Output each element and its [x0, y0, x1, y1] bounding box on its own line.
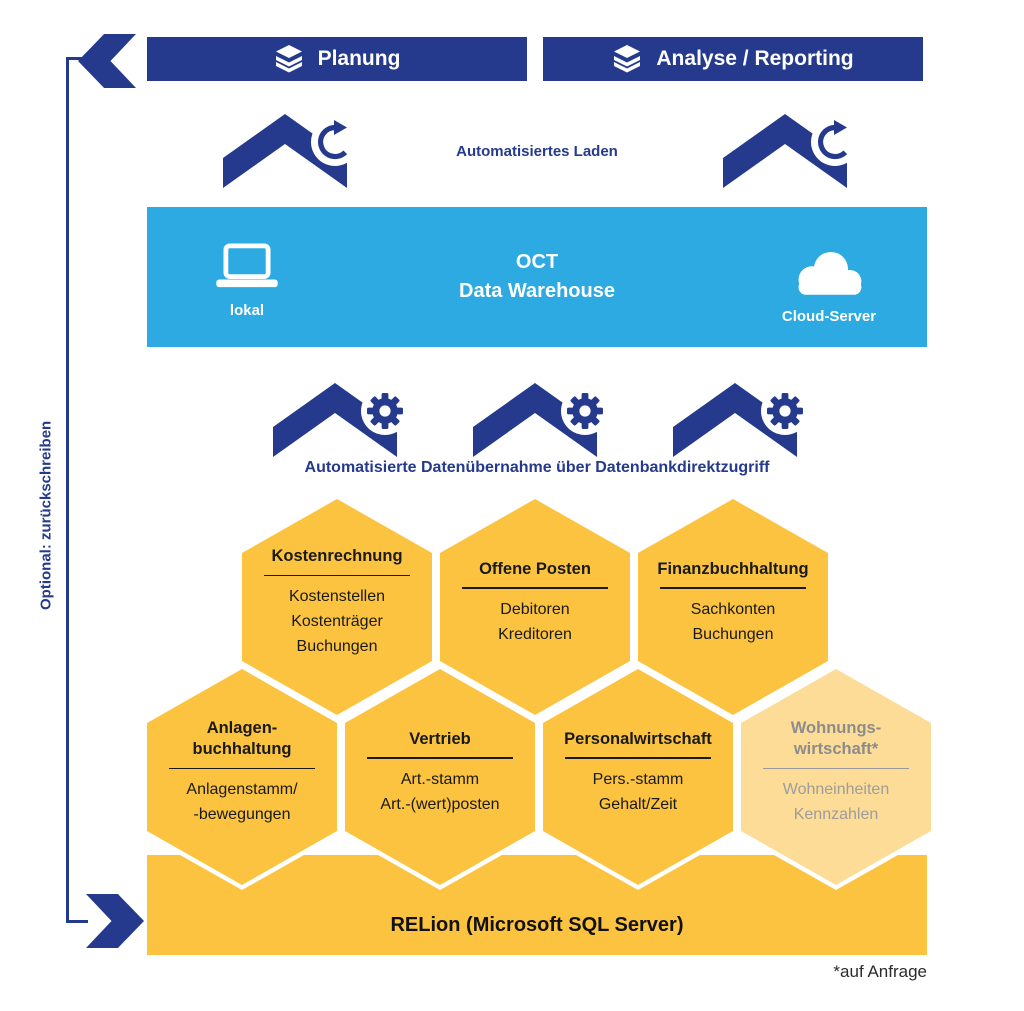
warehouse-title: OCT Data Warehouse — [147, 207, 927, 347]
layers-icon — [614, 45, 641, 73]
data-warehouse-band: lokal OCT Data Warehouse Cloud-Server — [147, 207, 927, 347]
hex-items: Art.-stamm Art.-(wert)posten — [380, 770, 500, 813]
planung-bar: Planung — [147, 37, 527, 81]
load-label: Automatisiertes Laden — [456, 143, 618, 160]
layers-icon — [275, 45, 302, 73]
extract-label: Automatisierte Datenübernahme über Daten… — [304, 459, 770, 476]
hex-items: Debitoren Kreditoren — [498, 600, 572, 643]
hex-divider — [264, 574, 410, 577]
hex-items: Wohneinheiten Kennzahlen — [782, 781, 890, 824]
warehouse-title-line1: OCT — [515, 251, 559, 273]
cloud-block: Cloud-Server — [771, 245, 887, 325]
hex-items: Anlagenstamm/ -bewegungen — [186, 781, 298, 824]
hex-wohnungswirtschaft: Wohnungs- wirtschaft* Wohneinheiten Kenn… — [736, 664, 936, 890]
writeback-label: Optional: zurückschreiben — [37, 420, 55, 610]
planung-label: Planung — [317, 47, 401, 70]
hex-vertrieb: Vertrieb Art.-stamm Art.-(wert)posten — [340, 664, 540, 890]
writeback-line — [66, 57, 69, 922]
hex-title: Anlagen- buchhaltung — [192, 718, 292, 759]
writeback-line-top — [66, 57, 84, 60]
analyse-reporting-bar: Analyse / Reporting — [543, 37, 923, 81]
analyse-reporting-label: Analyse / Reporting — [656, 47, 854, 70]
hex-personalwirtschaft: Personalwirtschaft Pers.-stamm Gehalt/Ze… — [538, 664, 738, 890]
hex-items: Sachkonten Buchungen — [690, 600, 776, 643]
writeback-line-bottom — [66, 920, 88, 923]
chevron-refresh-icon — [723, 114, 859, 188]
local-block: lokal — [199, 243, 295, 319]
chevron-gear-icon — [473, 383, 609, 457]
laptop-icon — [216, 243, 278, 288]
hex-title: Kostenrechnung — [271, 547, 403, 566]
relion-band: RELion (Microsoft SQL Server) — [147, 855, 927, 955]
hex-title: Vertrieb — [409, 729, 471, 748]
cloud-server-label: Cloud-Server — [781, 308, 877, 325]
hex-title: Personalwirtschaft — [564, 729, 712, 748]
warehouse-title-line2: Data Warehouse — [459, 280, 615, 302]
chevron-left-icon — [78, 34, 136, 88]
hex-divider — [660, 587, 806, 589]
chevron-right-icon — [86, 894, 144, 948]
hex-title: Finanzbuchhaltung — [657, 559, 809, 578]
hex-offene-posten: Offene Posten Debitoren Kreditoren — [435, 494, 635, 720]
hex-divider — [565, 757, 711, 759]
relion-label: RELion (Microsoft SQL Server) — [390, 914, 684, 936]
hex-title: Offene Posten — [479, 559, 591, 578]
hex-items: Pers.-stamm Gehalt/Zeit — [592, 770, 684, 813]
chevron-gear-icon — [673, 383, 809, 457]
chevron-refresh-icon — [223, 114, 359, 188]
hex-finanzbuchhaltung: Finanzbuchhaltung Sachkonten Buchungen — [633, 494, 833, 720]
hex-items: Kostenstellen Kostenträger Buchungen — [288, 588, 386, 655]
lokal-label: lokal — [229, 302, 265, 319]
cloud-icon — [798, 251, 862, 295]
hex-divider — [367, 757, 513, 759]
hex-kostenrechnung: Kostenrechnung Kostenstellen Kostenträge… — [237, 494, 437, 720]
hex-anlagenbuchhaltung: Anlagen- buchhaltung Anlagenstamm/ -bewe… — [142, 664, 342, 890]
chevron-gear-icon — [273, 383, 409, 457]
hex-divider — [169, 767, 315, 770]
hex-divider — [462, 587, 608, 589]
hex-divider — [763, 767, 909, 770]
footnote: *auf Anfrage — [833, 962, 927, 981]
hex-title: Wohnungs- wirtschaft* — [790, 718, 882, 759]
